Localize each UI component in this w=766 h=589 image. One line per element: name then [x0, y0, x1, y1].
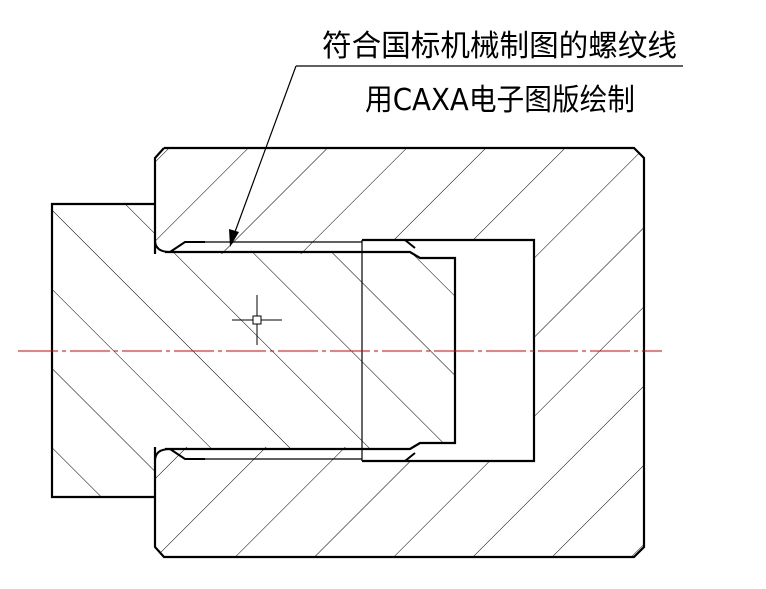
- crosshair-cursor-icon: [232, 295, 282, 345]
- nut-hatch-area: [155, 148, 644, 557]
- annotation-line-1: 符合国标机械制图的螺纹线: [322, 29, 677, 64]
- annotation-leader: [229, 65, 683, 247]
- leader-arrow-icon: [229, 229, 239, 247]
- annotation-line-2: 用CAXA电子图版绘制: [365, 83, 635, 118]
